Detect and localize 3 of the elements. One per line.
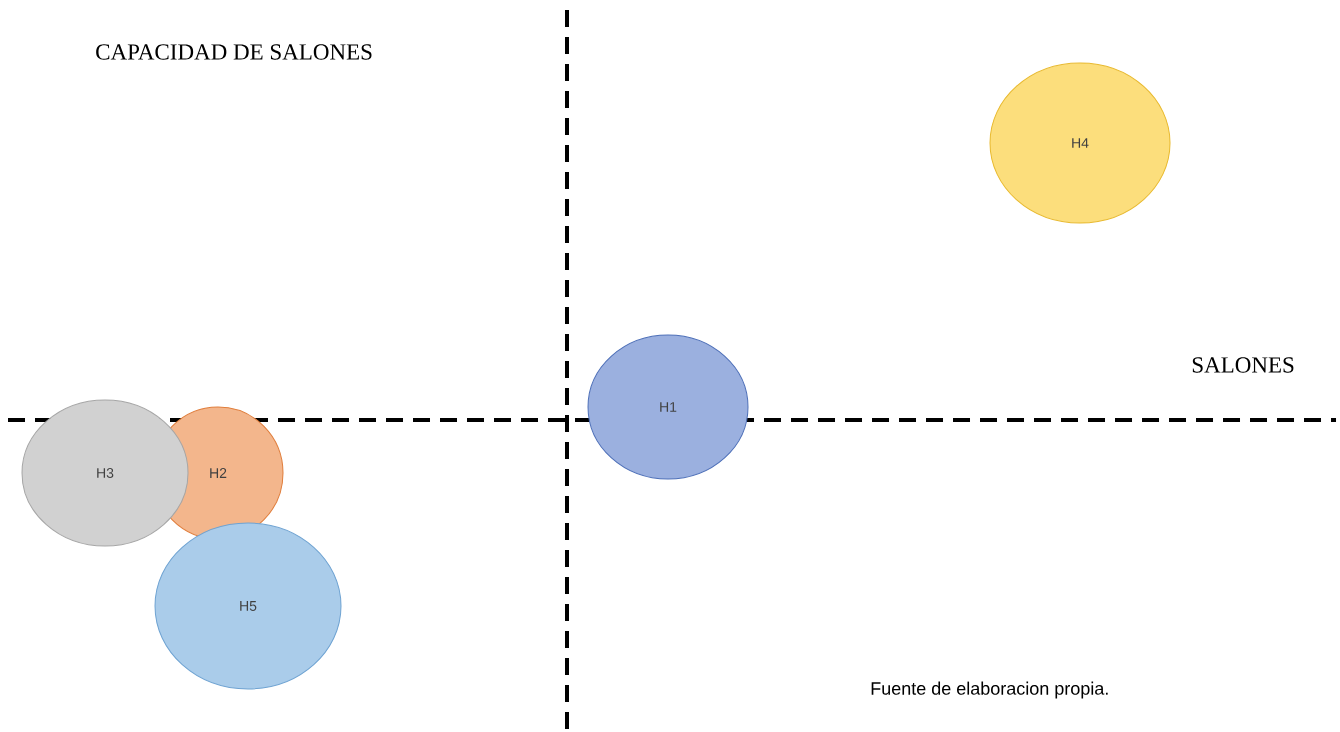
- source-note: Fuente de elaboracion propia.: [871, 681, 1108, 699]
- axis-title: CAPACIDAD DE SALONES: [96, 44, 372, 60]
- axis-title: SALONES: [1192, 357, 1294, 373]
